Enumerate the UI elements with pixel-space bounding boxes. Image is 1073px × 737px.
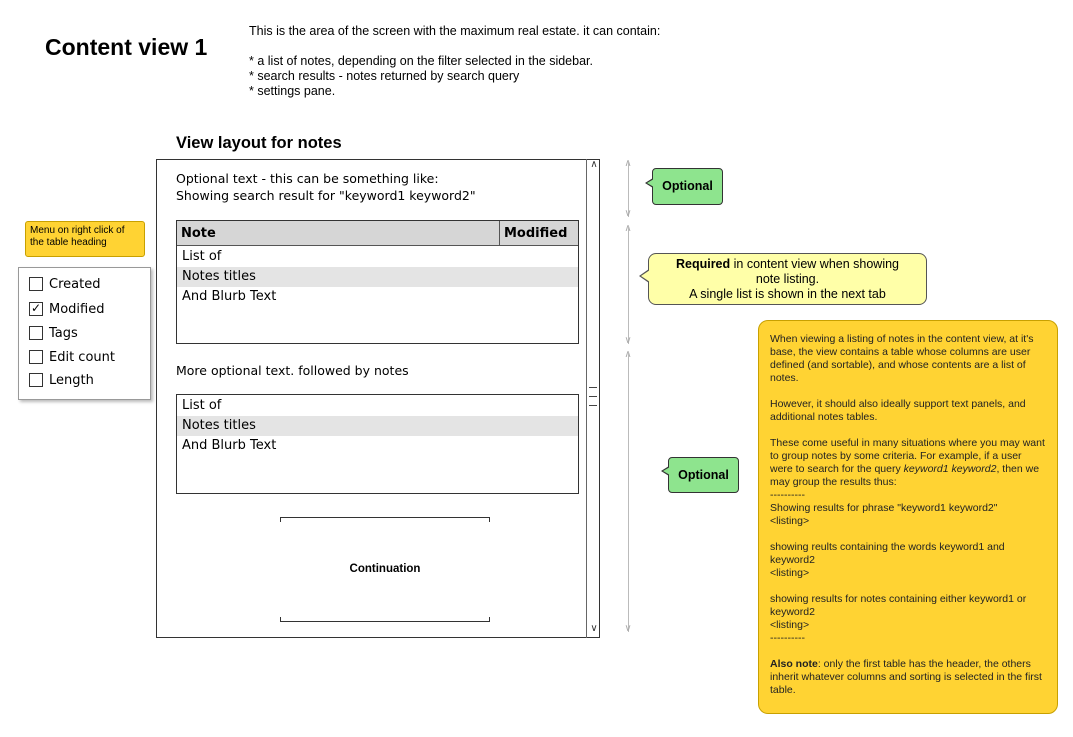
column-header-modified[interactable]: Modified [504,226,568,241]
optional-callout: Optional [652,168,723,205]
optional-text-line: Optional text - this can be something li… [176,171,439,186]
callout-text: A single list is shown in the next tab [689,287,886,301]
optional-callout: Optional [668,457,739,493]
note-text: Showing results for phrase "keyword1 key… [770,502,998,514]
table-header[interactable]: Note Modified [177,221,578,246]
note-text: <listing> [770,515,810,527]
menu-item-edit-count[interactable]: Edit count [29,349,115,369]
chevron-down-icon[interactable]: ∨ [590,623,598,634]
optional-text-line: Showing search result for "keyword1 keyw… [176,188,476,203]
column-context-menu: Created ✓ Modified Tags Edit count Length [18,267,151,400]
notes-table[interactable]: List of Notes titles And Blurb Text [176,394,579,494]
intro-line: This is the area of the screen with the … [249,24,661,38]
bracket-bottom [280,617,490,622]
note-text: These come useful in many situations whe… [770,437,1045,475]
table-row[interactable]: And Blurb Text [182,438,277,453]
callout-text: in content view when showing [730,257,900,271]
menu-item-modified[interactable]: ✓ Modified [29,301,104,321]
column-header-note[interactable]: Note [181,226,216,241]
note-bold: Also note [770,658,818,670]
callout-tail [647,179,654,187]
note-paragraph: Also note: only the first table has the … [770,658,1045,697]
menu-item-label: Created [49,277,101,292]
checkbox[interactable] [29,276,43,291]
chevron-up-icon[interactable]: ∧ [590,159,598,170]
explanation-note: When viewing a listing of notes in the c… [758,320,1058,714]
page-title: Content view 1 [45,34,208,60]
table-row[interactable]: Notes titles [177,416,578,436]
note-text: <listing> [770,619,810,631]
note-paragraph: These come useful in many situations whe… [770,437,1045,489]
scroll-grip[interactable] [589,405,597,406]
callout-tail [663,467,670,475]
checkbox-checked[interactable]: ✓ [29,300,43,316]
table-row[interactable]: List of [182,249,222,264]
menu-item-label: Tags [49,326,78,341]
note-separator: ---------- [770,632,805,644]
view-layout-heading: View layout for notes [176,134,342,152]
menu-item-label: Length [49,373,94,388]
required-callout: Required in content view when showing no… [648,253,927,305]
menu-item-label: Edit count [49,350,115,365]
column-divider[interactable] [499,221,500,245]
menu-note: Menu on right click of the table heading [25,221,145,257]
vertical-scrollbar[interactable]: ∧ ∨ [586,159,600,638]
checkbox[interactable] [29,325,43,340]
note-text: showing results for notes containing eit… [770,593,1027,618]
intro-bullet: * a list of notes, depending on the filt… [249,54,593,68]
callout-label: Optional [678,468,729,482]
menu-item-length[interactable]: Length [29,372,94,392]
note-text: <listing> [770,567,810,579]
callout-bold: Required [675,257,731,271]
callout-tail [641,270,650,282]
more-optional-text: More optional text. followed by notes [176,363,409,378]
intro-bullet: * settings pane. [249,84,336,98]
callout-label: Optional [662,179,713,193]
table-row[interactable]: Notes titles [177,267,578,287]
optional-text: Optional text - this can be something li… [176,170,476,204]
intro-text: This is the area of the screen with the … [249,24,769,99]
intro-bullet: * search results - notes returned by sea… [249,69,520,83]
note-separator: ---------- [770,489,805,501]
table-row[interactable]: And Blurb Text [182,289,277,304]
menu-item-tags[interactable]: Tags [29,325,78,345]
note-text: : only the first table has the header, t… [770,658,1042,696]
menu-item-label: Modified [49,302,105,317]
scroll-grip[interactable] [589,396,597,397]
bracket-top [280,517,490,522]
checkbox[interactable] [29,349,43,364]
note-paragraph: However, it should also ideally support … [770,398,1026,423]
notes-table[interactable]: Note Modified List of Notes titles And B… [176,220,579,344]
note-paragraph: When viewing a listing of notes in the c… [770,333,1034,384]
continuation-placeholder: Continuation [280,517,490,622]
scroll-grip[interactable] [589,387,597,388]
note-text: , then we may group the results thus: [770,463,1040,488]
menu-item-created[interactable]: Created [29,276,100,296]
note-text: showing reults containing the words keyw… [770,541,1005,566]
note-query: keyword1 keyword2 [903,463,997,475]
checkbox[interactable] [29,372,43,387]
table-row[interactable]: List of [182,398,222,413]
continuation-label: Continuation [349,563,421,575]
callout-text: note listing. [755,272,820,286]
